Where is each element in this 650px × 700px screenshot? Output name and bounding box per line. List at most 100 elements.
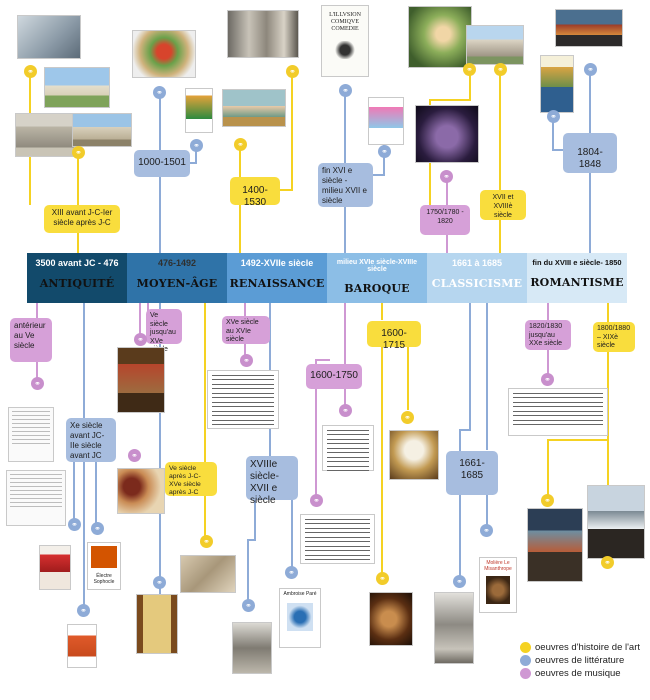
romantic-landscape-image	[555, 9, 623, 47]
legend-label-musique: oeuvres de musique	[535, 668, 621, 679]
antiquite-music-document-2	[6, 470, 66, 526]
ambroise-title: Ambroise Paré	[283, 591, 317, 597]
birth-of-venus-image	[222, 89, 286, 127]
fragonard-painting-image	[408, 6, 472, 68]
illusion-comique-cover: L'ILLVSION COMIQVE COMEDIE	[321, 5, 369, 77]
medieval-musician-painting	[117, 347, 165, 413]
romantic-painting-image	[527, 508, 583, 582]
wanderer-above-sea-of-fog-image	[587, 485, 645, 559]
baroque-music-score	[322, 425, 374, 471]
tag-baroque-art: 1600-1715	[367, 321, 421, 351]
tag-moyenage-litterature: 1000-1501	[134, 150, 190, 177]
tag-antiquite-art: XIII avant J-C-Ier siècle après J-C	[44, 205, 120, 233]
link-icon[interactable]: ⚭	[584, 63, 597, 76]
illuminated-page-image	[136, 594, 178, 654]
renaissance-sculpture-image	[227, 10, 299, 58]
illusion-title: L'ILLVSION COMIQVE COMEDIE	[329, 12, 361, 32]
period-name: CLASSICISME	[431, 277, 523, 290]
period-dates: 1492-XVIIe siècle	[240, 258, 314, 268]
legend-item-art: oeuvres d'histoire de l'art	[520, 642, 650, 653]
period-dates: milieu XVIe siècle-XVIIIe siècle	[336, 259, 418, 273]
tag-moyenage-musique: Ve siècle jusqu'au XVe siècle	[146, 309, 182, 353]
classical-statue-image	[434, 592, 474, 664]
link-icon[interactable]: ⚭	[601, 556, 614, 569]
parthenon-image	[72, 113, 132, 147]
period-renaissance: 1492-XVIIe siècle RENAISSANCE	[227, 253, 327, 303]
legend-item-litterature: oeuvres de littérature	[520, 655, 650, 666]
tag-renaissance-art: 1400-1530	[230, 177, 280, 208]
link-icon[interactable]: ⚭	[77, 604, 90, 617]
link-icon[interactable]: ⚭	[463, 63, 476, 76]
period-dates: 1661 à 1685	[451, 258, 503, 268]
link-icon[interactable]: ⚭	[547, 110, 560, 123]
link-icon[interactable]: ⚭	[134, 333, 147, 346]
link-icon[interactable]: ⚭	[339, 84, 352, 97]
link-icon[interactable]: ⚭	[24, 65, 37, 78]
classical-concert-image	[415, 105, 479, 163]
pantheon-image	[15, 113, 75, 157]
tag-classicisme-musique: 1750/1780 - 1820	[420, 205, 470, 235]
link-icon[interactable]: ⚭	[453, 575, 466, 588]
link-icon[interactable]: ⚭	[494, 63, 507, 76]
renaissance-music-score	[207, 370, 279, 429]
period-romantisme: fin du XVIII e siècle- 1850 ROMANTISME	[527, 253, 627, 303]
baroque-music-score-2	[300, 514, 375, 564]
antiquite-book-cover-image	[67, 624, 97, 668]
tag-antiquite-musique: antérieur au Ve siècle	[10, 318, 52, 362]
link-icon[interactable]: ⚭	[339, 404, 352, 417]
period-baroque: milieu XVIe siècle-XVIIIe siècle BAROQUE	[327, 253, 427, 303]
period-antiquite: 3500 avant JC - 476 ANTIQUITÉ	[27, 253, 127, 303]
tag-romantisme-musique: 1820/1830 jusqu'au XXe siècle	[525, 320, 571, 350]
statue-laocoon-image	[17, 15, 81, 59]
legend-dot-art	[520, 642, 531, 653]
link-icon[interactable]: ⚭	[376, 572, 389, 585]
romantic-music-score	[508, 388, 608, 436]
link-icon[interactable]: ⚭	[72, 146, 85, 159]
link-icon[interactable]: ⚭	[401, 411, 414, 424]
link-icon[interactable]: ⚭	[190, 139, 203, 152]
link-icon[interactable]: ⚭	[153, 576, 166, 589]
tag-classicisme-litterature: 1661-1685	[446, 451, 498, 495]
period-name: MOYEN-ÂGE	[136, 277, 218, 290]
period-dates: fin du XVIII e siècle- 1850	[532, 258, 622, 267]
link-icon[interactable]: ⚭	[153, 86, 166, 99]
legend-label-litterature: oeuvres de littérature	[535, 655, 625, 666]
period-classicisme: 1661 à 1685 CLASSICISME	[427, 253, 527, 303]
link-icon[interactable]: ⚭	[480, 524, 493, 537]
tag-baroque-musique: 1600-1750	[306, 364, 362, 389]
link-icon[interactable]: ⚭	[240, 354, 253, 367]
tag-romantisme-litterature: 1804-1848	[563, 133, 617, 173]
link-icon[interactable]: ⚭	[200, 535, 213, 548]
medieval-book-image	[185, 88, 213, 133]
tag-romantisme-art: 1800/1880 – XIXè siècle	[593, 322, 635, 352]
period-dates: 3500 avant JC - 476	[35, 258, 119, 268]
link-icon[interactable]: ⚭	[378, 145, 391, 158]
link-icon[interactable]: ⚭	[68, 518, 81, 531]
legend-label-art: oeuvres d'histoire de l'art	[535, 642, 641, 653]
illuminated-manuscript-image	[117, 468, 165, 514]
period-name: BAROQUE	[344, 282, 410, 295]
electre-book-image: Électre Sophocle	[87, 542, 121, 590]
temple-image	[44, 67, 110, 108]
electre-title: Électre Sophocle	[93, 573, 115, 585]
link-icon[interactable]: ⚭	[242, 599, 255, 612]
legend-item-musique: oeuvres de musique	[520, 668, 650, 679]
romantic-book-image	[540, 55, 574, 113]
period-name: RENAISSANCE	[229, 277, 325, 290]
period-moyen-age: 476-1492 MOYEN-ÂGE	[127, 253, 227, 303]
tag-renaissance-litterature: XVIIIe siècle-XVII e siècle	[246, 456, 298, 506]
legend-dot-litterature	[520, 655, 531, 666]
link-icon[interactable]: ⚭	[310, 494, 323, 507]
link-icon[interactable]: ⚭	[541, 494, 554, 507]
link-icon[interactable]: ⚭	[128, 449, 141, 462]
link-icon[interactable]: ⚭	[541, 373, 554, 386]
link-icon[interactable]: ⚭	[286, 65, 299, 78]
link-icon[interactable]: ⚭	[285, 566, 298, 579]
link-icon[interactable]: ⚭	[31, 377, 44, 390]
link-icon[interactable]: ⚭	[234, 138, 247, 151]
link-icon[interactable]: ⚭	[91, 522, 104, 535]
tag-antiquite-litterature: Xe siècle avant JC- IIe siècle avant JC	[66, 418, 116, 462]
antiquite-music-document	[8, 407, 54, 462]
period-name: ANTIQUITÉ	[39, 277, 115, 290]
link-icon[interactable]: ⚭	[440, 170, 453, 183]
